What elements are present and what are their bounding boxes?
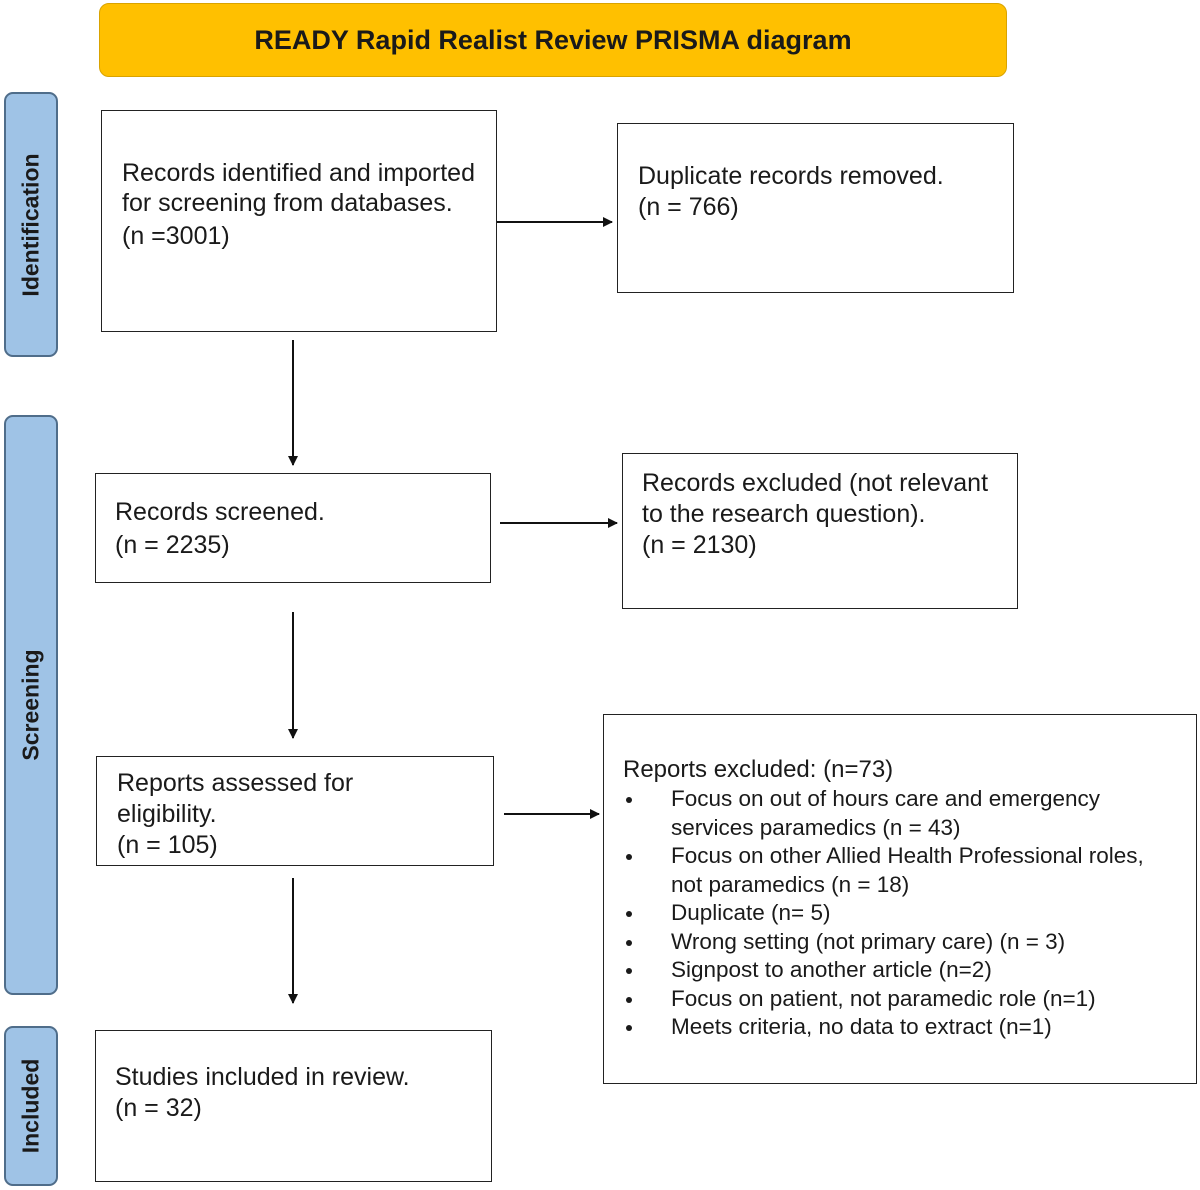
records-excluded-count: (n = 2130) bbox=[642, 531, 757, 559]
studies-included-box: Studies included in review. (n = 32) bbox=[95, 1030, 492, 1182]
reports-assessed-box: Reports assessed for eligibility. (n = 1… bbox=[96, 756, 494, 866]
stage-screening: Screening bbox=[4, 415, 58, 995]
exclusion-reason: Focus on other Allied Health Professiona… bbox=[623, 842, 1156, 899]
reports-assessed-text: Reports assessed for eligibility. bbox=[117, 769, 354, 828]
duplicates-removed-box: Duplicate records removed. (n = 766) bbox=[617, 123, 1014, 293]
records-excluded-text: Records excluded (not relevant to the re… bbox=[642, 469, 989, 528]
exclusion-reason: Focus on out of hours care and emergency… bbox=[623, 785, 1156, 842]
records-screened-text: Records screened. bbox=[115, 498, 325, 526]
reports-assessed-count: (n = 105) bbox=[117, 831, 218, 859]
exclusion-reason: Duplicate (n= 5) bbox=[623, 899, 1156, 928]
records-screened-count: (n = 2235) bbox=[115, 531, 230, 559]
records-screened-box: Records screened. (n = 2235) bbox=[95, 473, 491, 583]
records-excluded-box: Records excluded (not relevant to the re… bbox=[622, 453, 1018, 609]
exclusion-reason: Wrong setting (not primary care) (n = 3) bbox=[623, 928, 1156, 957]
exclusion-reason: Focus on patient, not paramedic role (n=… bbox=[623, 985, 1156, 1014]
records-identified-box: Records identified and imported for scre… bbox=[101, 110, 497, 332]
reports-excluded-box: Reports excluded: (n=73) Focus on out of… bbox=[603, 714, 1197, 1084]
exclusion-reasons-list: Focus on out of hours care and emergency… bbox=[623, 785, 1156, 1042]
stage-included: Included bbox=[4, 1026, 58, 1186]
studies-included-text: Studies included in review. bbox=[115, 1063, 410, 1091]
duplicates-removed-text: Duplicate records removed. bbox=[638, 162, 944, 190]
duplicates-removed-count: (n = 766) bbox=[638, 193, 739, 221]
studies-included-count: (n = 32) bbox=[115, 1094, 202, 1122]
records-identified-count: (n =3001) bbox=[122, 222, 230, 250]
exclusion-reason: Meets criteria, no data to extract (n=1) bbox=[623, 1013, 1156, 1042]
exclusion-reason: Signpost to another article (n=2) bbox=[623, 956, 1156, 985]
records-identified-text: Records identified and imported for scre… bbox=[122, 159, 475, 217]
diagram-title: READY Rapid Realist Review PRISMA diagra… bbox=[99, 3, 1007, 77]
stage-identification: Identification bbox=[4, 92, 58, 357]
reports-excluded-heading: Reports excluded: (n=73) bbox=[623, 756, 894, 783]
